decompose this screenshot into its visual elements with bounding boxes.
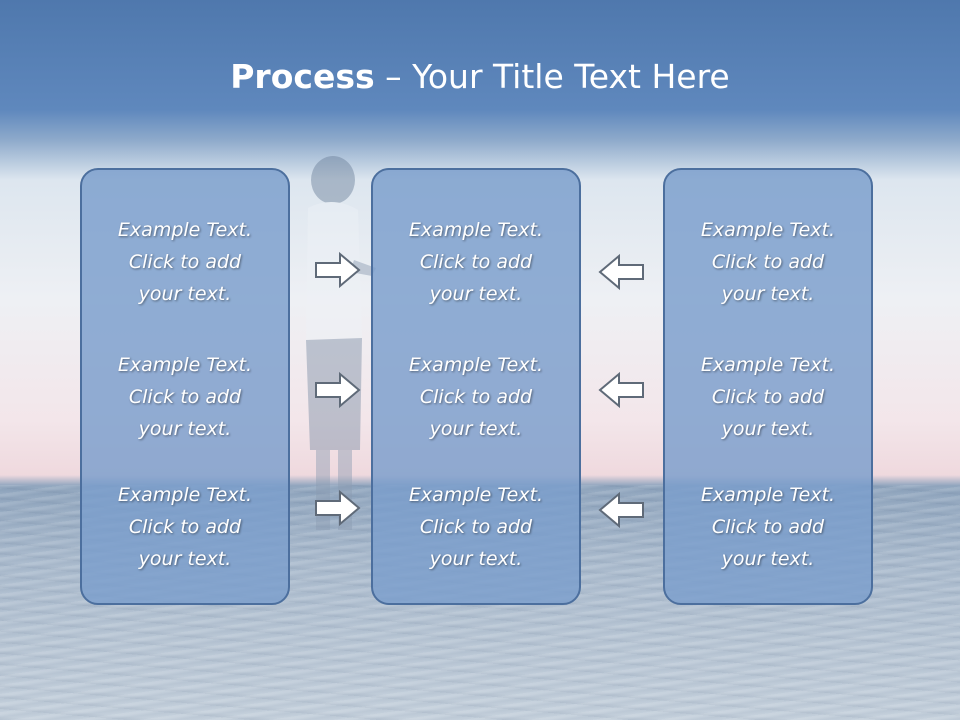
text-line: your text. <box>721 418 815 440</box>
text-line: Click to add <box>128 251 242 273</box>
arrow-right-icon <box>315 489 361 527</box>
text-line: Click to add <box>711 251 825 273</box>
text-line: Example Text. <box>117 484 253 506</box>
arrow-left-icon <box>598 371 644 409</box>
text-block[interactable]: Example Text. Click to add your text. <box>665 349 871 445</box>
text-block[interactable]: Example Text. Click to add your text. <box>665 214 871 310</box>
slide-title[interactable]: Process – Your Title Text Here <box>0 52 960 102</box>
text-block[interactable]: Example Text. Click to add your text. <box>373 214 579 310</box>
text-line: Click to add <box>419 386 533 408</box>
text-line: your text. <box>429 548 523 570</box>
text-line: Example Text. <box>117 354 253 376</box>
text-line: Example Text. <box>700 484 836 506</box>
text-line: Click to add <box>128 386 242 408</box>
text-line: Example Text. <box>700 354 836 376</box>
text-line: Example Text. <box>700 219 836 241</box>
arrow-left-icon <box>598 253 644 291</box>
title-rest: – Your Title Text Here <box>374 57 730 96</box>
text-line: your text. <box>429 283 523 305</box>
text-line: your text. <box>138 548 232 570</box>
text-line: Click to add <box>711 386 825 408</box>
boy-figure-image <box>306 156 376 530</box>
text-line: your text. <box>429 418 523 440</box>
arrow-right-icon <box>315 371 361 409</box>
panel-left[interactable]: Example Text. Click to add your text. Ex… <box>80 168 290 605</box>
text-line: Click to add <box>419 251 533 273</box>
text-line: your text. <box>138 283 232 305</box>
text-line: Click to add <box>419 516 533 538</box>
text-block[interactable]: Example Text. Click to add your text. <box>82 214 288 310</box>
text-block[interactable]: Example Text. Click to add your text. <box>82 479 288 575</box>
text-block[interactable]: Example Text. Click to add your text. <box>82 349 288 445</box>
text-line: your text. <box>721 548 815 570</box>
text-line: Example Text. <box>117 219 253 241</box>
text-line: Example Text. <box>408 484 544 506</box>
text-line: Click to add <box>711 516 825 538</box>
text-block[interactable]: Example Text. Click to add your text. <box>373 349 579 445</box>
text-line: Click to add <box>128 516 242 538</box>
text-block[interactable]: Example Text. Click to add your text. <box>373 479 579 575</box>
text-line: your text. <box>138 418 232 440</box>
text-line: Example Text. <box>408 354 544 376</box>
text-line: Example Text. <box>408 219 544 241</box>
title-bold: Process <box>230 57 375 96</box>
arrow-right-icon <box>315 251 361 289</box>
text-line: your text. <box>721 283 815 305</box>
text-block[interactable]: Example Text. Click to add your text. <box>665 479 871 575</box>
arrow-left-icon <box>598 491 644 529</box>
panel-right[interactable]: Example Text. Click to add your text. Ex… <box>663 168 873 605</box>
panel-middle[interactable]: Example Text. Click to add your text. Ex… <box>371 168 581 605</box>
